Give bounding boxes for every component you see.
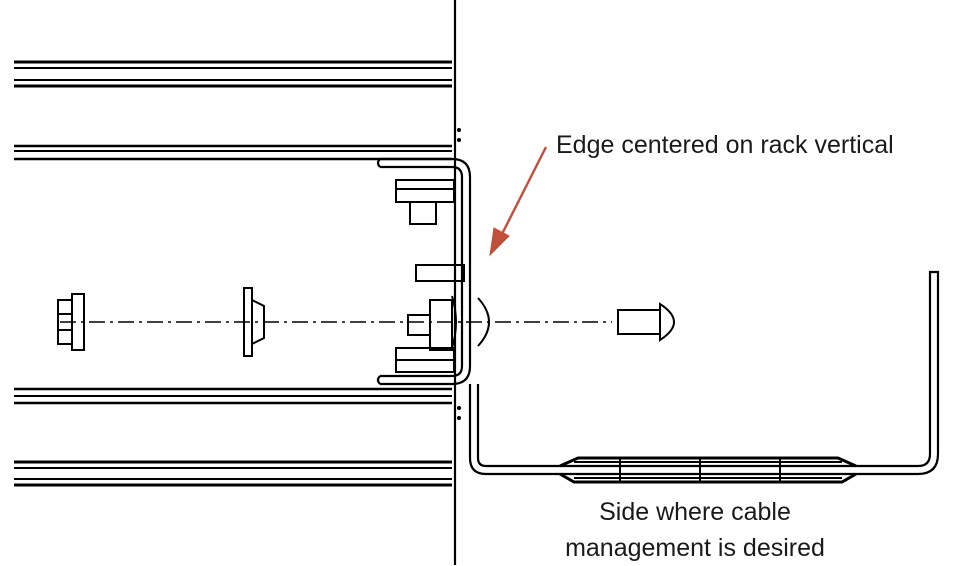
side-callout-line-2: management is desired xyxy=(565,534,825,562)
side-callout-label: Side where cable management is desired xyxy=(540,494,850,566)
cage-nut-dome xyxy=(477,297,490,347)
upper-rail xyxy=(14,60,452,161)
screw xyxy=(617,302,675,342)
callout-arrow xyxy=(489,146,548,257)
tray-ribs xyxy=(559,456,857,484)
hex-bolt-lower xyxy=(395,347,455,373)
clip-nut xyxy=(407,264,465,351)
hex-nut-left xyxy=(57,293,85,351)
lower-rail xyxy=(14,387,452,487)
washer xyxy=(243,287,265,357)
cable-tray xyxy=(468,270,940,476)
rail-holes xyxy=(457,128,461,420)
hex-bolt-upper xyxy=(395,179,455,225)
side-callout-line-1: Side where cable xyxy=(599,498,791,526)
mounting-bracket xyxy=(376,157,472,386)
edge-callout-label: Edge centered on rack vertical xyxy=(556,131,894,159)
